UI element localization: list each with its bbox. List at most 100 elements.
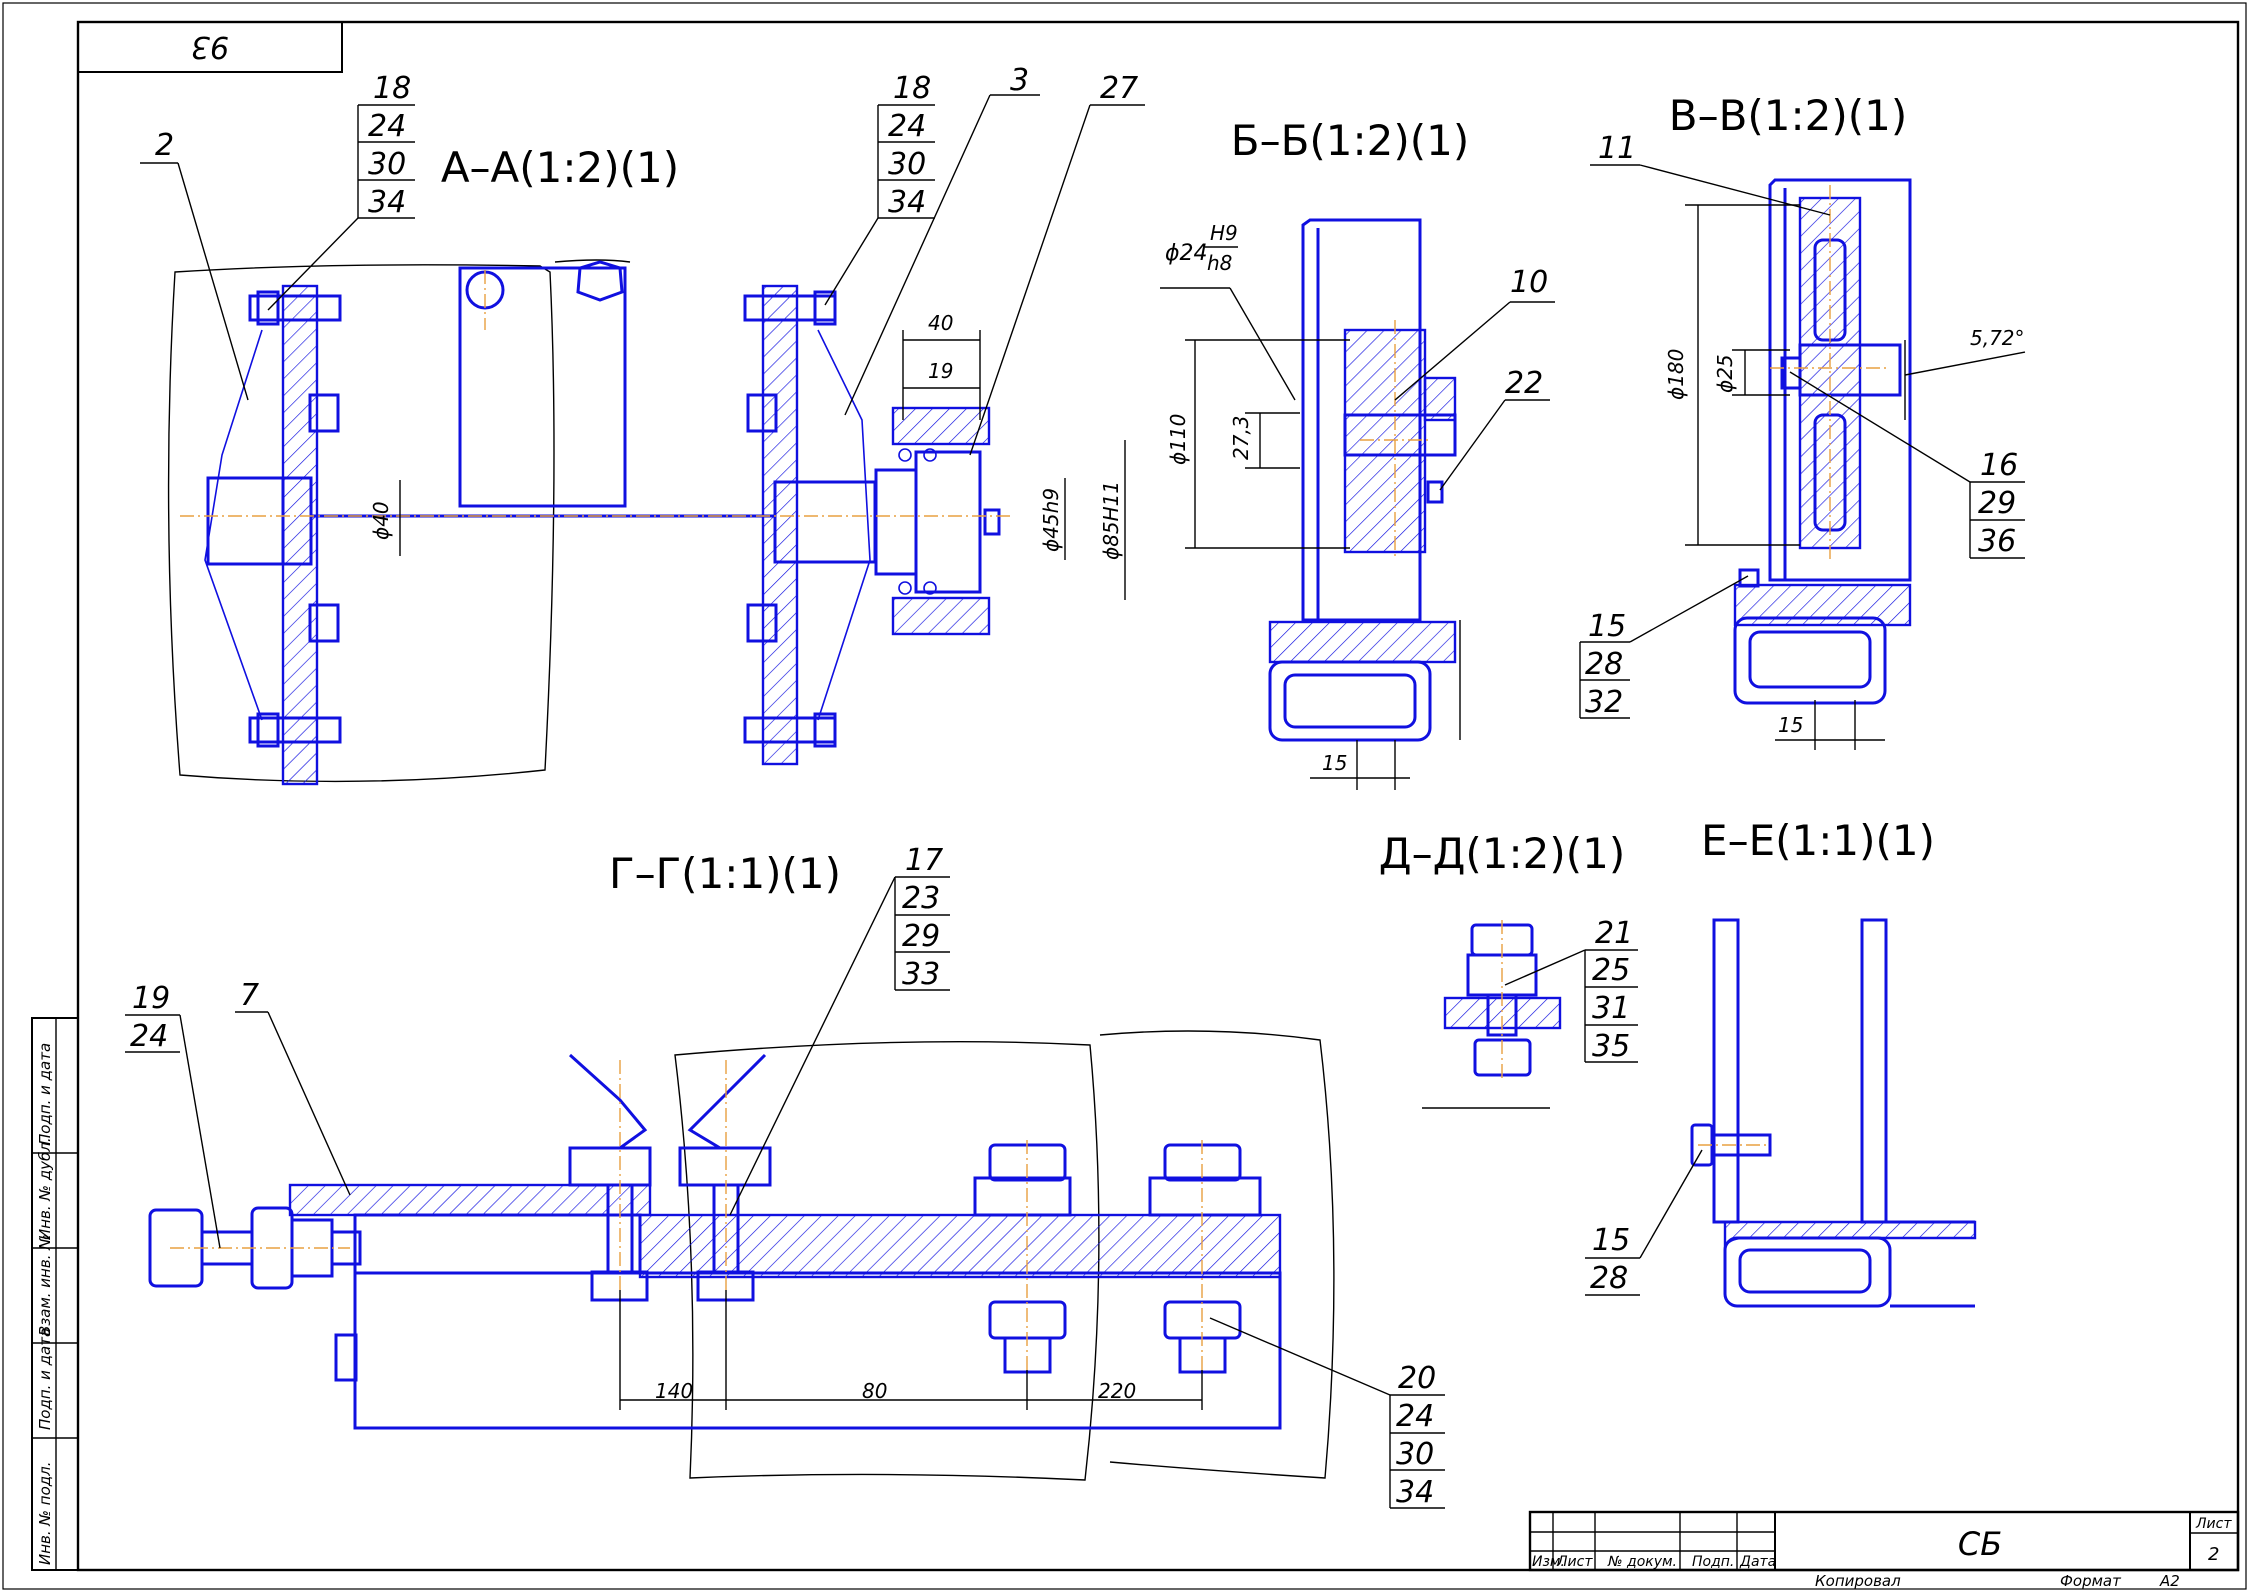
strip-cell-4: Инв. № дубл.: [36, 1137, 54, 1240]
gg-leader-stack-19: 19 24: [130, 981, 170, 1054]
section-bb-title: Б–Б(1:2)(1): [1231, 116, 1470, 165]
bb-fit-dia: ϕ24: [1165, 241, 1208, 266]
aa-part-2: 2: [155, 128, 174, 163]
tb-col-sign: Подп.: [1692, 1554, 1734, 1570]
svg-text:29: 29: [1978, 486, 2016, 521]
aa-part-3: 3: [1010, 63, 1029, 98]
section-dd-title: Д–Д(1:2)(1): [1379, 829, 1625, 878]
section-gg: Г–Г(1:1)(1): [125, 843, 1445, 1510]
vv-bracket: [1768, 178, 1912, 582]
svg-text:31: 31: [1592, 991, 1630, 1026]
svg-text:18: 18: [373, 71, 411, 106]
aa-dim-dia45: ϕ45h9: [1039, 488, 1063, 552]
bb-part-10: 10: [1510, 265, 1548, 300]
top-stamp: 93: [77, 21, 343, 73]
vv-part-11: 11: [1598, 131, 1636, 166]
section-dd: Д–Д(1:2)(1) 21 25 31 35: [1379, 829, 1638, 1109]
vv-leader-stack-16: 16 29 36: [1969, 448, 2025, 559]
stamp-text: 93: [191, 29, 229, 64]
vv-dim-15: 15: [1778, 713, 1803, 737]
bb-base: [1268, 620, 1457, 664]
svg-text:20: 20: [1398, 1361, 1436, 1396]
aa-leader-stack-left: 18 24 30 34: [358, 71, 415, 220]
aa-dim-dia40: ϕ40: [369, 501, 393, 540]
section-ee-title: Е–Е(1:1)(1): [1701, 816, 1935, 865]
svg-text:17: 17: [905, 843, 943, 878]
gg-dim-80: 80: [862, 1379, 887, 1403]
vv-dim-angle: 5,72°: [1970, 326, 2025, 350]
svg-text:28: 28: [1590, 1261, 1628, 1296]
tb-format-label: Формат: [2060, 1572, 2122, 1590]
svg-text:34: 34: [368, 185, 406, 220]
svg-text:36: 36: [1978, 524, 2016, 559]
tb-col-izm: Изм.: [1532, 1554, 1565, 1570]
svg-text:24: 24: [1396, 1399, 1434, 1434]
bb-fit-upper: H9: [1210, 221, 1238, 245]
bb-dim-dia110: ϕ110: [1166, 414, 1190, 465]
bb-fit-lower: h8: [1207, 251, 1232, 275]
title-block: Изм. Лист № докум. Подп. Дата СБ Лист 2 …: [1528, 1510, 2240, 1590]
tb-copied: Копировал: [1815, 1572, 1901, 1590]
left-side-strip: Инв. № подл. Подп. и дата Взам. инв. № И…: [31, 1017, 79, 1571]
svg-text:34: 34: [1396, 1475, 1434, 1510]
svg-text:34: 34: [888, 185, 926, 220]
strip-cell-2: Подп. и дата: [36, 1328, 54, 1430]
aa-frame-break: [167, 264, 555, 783]
gg-dim-140: 140: [655, 1379, 693, 1403]
tb-col-date: Дата: [1739, 1554, 1776, 1570]
section-gg-title: Г–Г(1:1)(1): [609, 849, 841, 898]
svg-text:29: 29: [902, 919, 940, 954]
vv-dim-dia25: ϕ25: [1713, 354, 1737, 393]
aa-right-plate: [761, 284, 799, 766]
strip-cell-3: Взам. инв. №: [36, 1234, 54, 1336]
vv-leader-stack-15: 15 28 32: [1579, 609, 1630, 720]
strip-cell-5: Подп. и дата: [36, 1043, 54, 1145]
svg-text:23: 23: [902, 881, 940, 916]
svg-text:30: 30: [1396, 1437, 1434, 1472]
gg-dim-220: 220: [1098, 1379, 1136, 1403]
aa-dim-40: 40: [928, 311, 953, 335]
bb-dim-15: 15: [1322, 751, 1347, 775]
aa-right-gusset: [817, 329, 871, 721]
tb-col-doc: № докум.: [1607, 1554, 1677, 1570]
aa-part-27: 27: [1100, 71, 1138, 106]
section-vv-title: В–В(1:2)(1): [1669, 91, 1908, 140]
svg-text:30: 30: [368, 147, 406, 182]
dd-leader-stack-21: 21 25 31 35: [1585, 916, 1638, 1064]
gg-lower-block: [353, 1271, 1282, 1430]
gg-leader-stack-17: 17 23 29 33: [894, 843, 950, 992]
svg-text:28: 28: [1585, 647, 1623, 682]
ee-leader-stack-15: 15 28: [1585, 1223, 1640, 1296]
gg-frame-break: [674, 1040, 1100, 1481]
section-bb: Б–Б(1:2)(1) ϕ24 H9 h8 ϕ110 27,3 15 10: [1160, 116, 1555, 790]
bb-pulley: [1343, 328, 1427, 554]
aa-left-hub: [206, 476, 285, 566]
gg-leader-stack-20: 20 24 30 34: [1389, 1361, 1445, 1510]
aa-upper-block: [458, 266, 627, 508]
svg-text:15: 15: [1592, 1223, 1630, 1258]
svg-text:15: 15: [1588, 609, 1626, 644]
svg-text:33: 33: [902, 957, 940, 992]
vv-dim-dia180: ϕ180: [1664, 349, 1688, 400]
section-ee: Е–Е(1:1)(1) 15 28: [1585, 816, 1977, 1308]
svg-text:30: 30: [888, 147, 926, 182]
tb-format-value: А2: [2159, 1572, 2180, 1590]
ee-left-wall: [1712, 918, 1740, 1224]
section-vv: В–В(1:2)(1) ϕ180 ϕ25 5,72° 15 11: [1579, 91, 2026, 750]
strip-cell-1: Инв. № подл.: [36, 1462, 54, 1565]
aa-dim-19: 19: [928, 359, 953, 383]
aa-housing-top: [891, 406, 991, 446]
svg-text:18: 18: [893, 71, 931, 106]
aa-housing-bottom: [891, 596, 991, 636]
gg-part-7: 7: [240, 978, 259, 1013]
section-aa-title: А–А(1:2)(1): [441, 143, 679, 192]
ee-right-wall: [1860, 918, 1888, 1224]
svg-text:32: 32: [1585, 685, 1623, 720]
tb-sheet-number: 2: [2208, 1544, 2219, 1565]
bb-part-22: 22: [1505, 366, 1543, 401]
svg-text:21: 21: [1595, 916, 1633, 951]
tb-col-list: Лист: [1556, 1554, 1593, 1570]
svg-text:24: 24: [888, 109, 926, 144]
svg-text:25: 25: [1592, 953, 1630, 988]
